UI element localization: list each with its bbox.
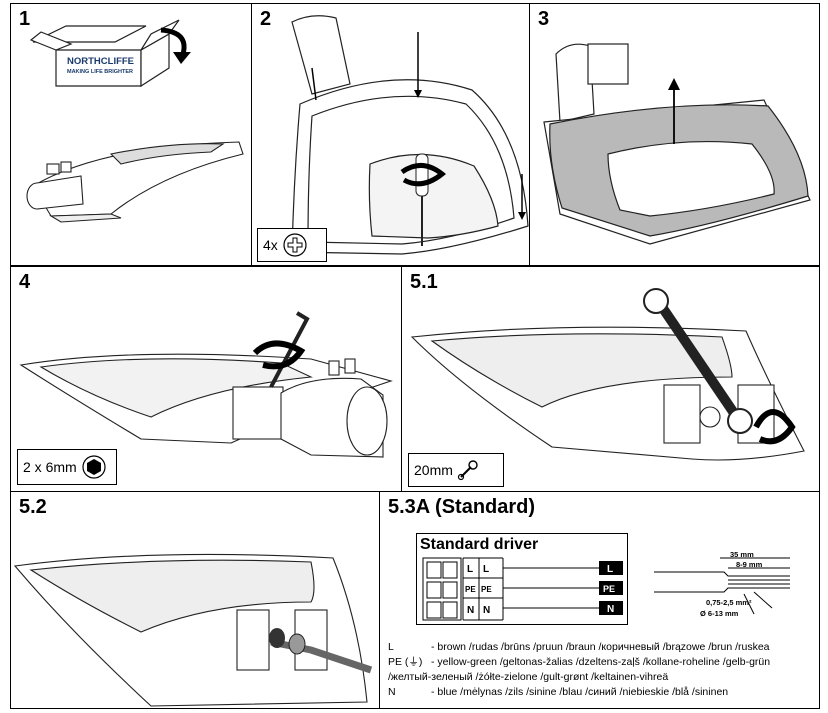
terminal-right-n: N bbox=[483, 605, 490, 616]
arrow-curved-icon bbox=[160, 27, 187, 55]
cable-total-length: 35 mm bbox=[730, 550, 754, 559]
illustration-open-cover bbox=[291, 15, 529, 255]
cable-strip-length: 8-9 mm bbox=[736, 560, 763, 569]
cable-diameter: Ø 6-13 mm bbox=[700, 609, 739, 618]
step-number: 4 bbox=[19, 271, 31, 293]
legend-key: N bbox=[388, 686, 396, 698]
box-tagline: MAKING LIFE BRIGHTER bbox=[67, 69, 133, 75]
legend-row-pe-cont: /желтый-зеленый /żółte-zielone /gult-grø… bbox=[388, 670, 822, 685]
wrench-illustration bbox=[643, 288, 796, 445]
screwdriver-illustration bbox=[400, 153, 447, 246]
legend-text: - yellow-green /geltonas-žalias /dzelten… bbox=[431, 656, 771, 668]
driver-title: Standard driver bbox=[420, 536, 539, 553]
illustration-unboxing: NORTHCLIFFE MAKING LIFE BRIGHTER bbox=[26, 19, 244, 223]
box-illustration bbox=[29, 19, 180, 88]
step-number: 5.2 bbox=[19, 496, 47, 518]
panel-step-5-2: 5.2 bbox=[10, 491, 380, 709]
legend-row-l: L - brown /rudas /brūns /pruun /braun /к… bbox=[388, 640, 822, 655]
phillips-screw-icon bbox=[283, 233, 307, 257]
step-number: 3 bbox=[538, 8, 550, 30]
step-number: 5.1 bbox=[410, 271, 438, 293]
panel-step-4: 4 2 x 6mm bbox=[10, 266, 402, 492]
arrow-down-icon bbox=[311, 32, 523, 214]
terminal-block: L PE N L PE N L PE N bbox=[422, 557, 623, 621]
wrench-icon bbox=[457, 460, 478, 481]
legend-key: PE (⏚) bbox=[388, 656, 423, 668]
box-brand: NORTHCLIFFE bbox=[67, 56, 134, 67]
hex-key-badge: 2 x 6mm bbox=[17, 449, 117, 485]
wire-color-legend: L - brown /rudas /brūns /pruun /braun /к… bbox=[388, 640, 822, 700]
rotate-arrow-icon bbox=[753, 409, 796, 445]
cable-illustration bbox=[269, 628, 373, 674]
hex-key-illustration bbox=[252, 311, 310, 388]
step-number: 1 bbox=[19, 8, 31, 30]
hex-key-icon bbox=[82, 455, 106, 479]
wire-label-l: L bbox=[607, 564, 613, 575]
legend-row-n: N - blue /mėlynas /zils /sinine /blau /с… bbox=[388, 685, 822, 700]
legend-text: - blue /mėlynas /zils /sinine /blau /син… bbox=[431, 686, 729, 698]
terminal-left-pe: PE bbox=[465, 585, 476, 594]
legend-row-pe: PE (⏚) - yellow-green /geltonas-žalias /… bbox=[388, 655, 822, 670]
wire-label-n: N bbox=[607, 604, 614, 615]
terminal-right-l: L bbox=[483, 564, 489, 575]
illustration-insert-cable bbox=[13, 553, 373, 707]
terminal-left-l: L bbox=[467, 564, 473, 575]
legend-key: L bbox=[388, 641, 394, 653]
panel-step-1: 1 NORTHCLIFFE MAKING LIFE BRIGHTER bbox=[10, 3, 252, 266]
cable-cross-section: 0,75-2,5 mm² bbox=[706, 598, 752, 607]
screw-count-badge: 4x bbox=[257, 228, 327, 262]
cable-dimension-drawing bbox=[654, 557, 790, 615]
panel-step-5-1: 5.1 20mm bbox=[401, 266, 820, 492]
terminal-right-pe: PE bbox=[481, 585, 492, 594]
wrench-badge: 20mm bbox=[408, 453, 504, 487]
rotate-arrow-icon bbox=[252, 340, 306, 370]
wire-label-pe: PE bbox=[603, 584, 615, 594]
standard-driver-diagram: Standard driver L PE N L PE N bbox=[416, 533, 628, 625]
panel-step-3: 3 bbox=[529, 3, 820, 266]
arrow-up-icon bbox=[668, 78, 680, 144]
luminaire-illustration bbox=[26, 141, 244, 223]
wrench-size-label: 20mm bbox=[414, 462, 453, 478]
terminal-left-n: N bbox=[467, 605, 474, 616]
illustration-loosen-hex bbox=[19, 311, 393, 458]
rotate-arrow-icon bbox=[400, 163, 447, 187]
step-number: 2 bbox=[260, 8, 272, 30]
legend-text: - brown /rudas /brūns /pruun /braun /кор… bbox=[431, 641, 770, 653]
hex-key-label: 2 x 6mm bbox=[23, 459, 77, 475]
screw-count-label: 4x bbox=[263, 237, 278, 253]
step-number: 5.3A (Standard) bbox=[388, 496, 536, 518]
illustration-remove-cover bbox=[543, 43, 811, 245]
panel-step-2: 2 4x bbox=[251, 3, 530, 266]
legend-text: /желтый-зеленый /żółte-zielone /gult-grø… bbox=[388, 671, 669, 683]
illustration-gland-wrench bbox=[410, 288, 805, 461]
